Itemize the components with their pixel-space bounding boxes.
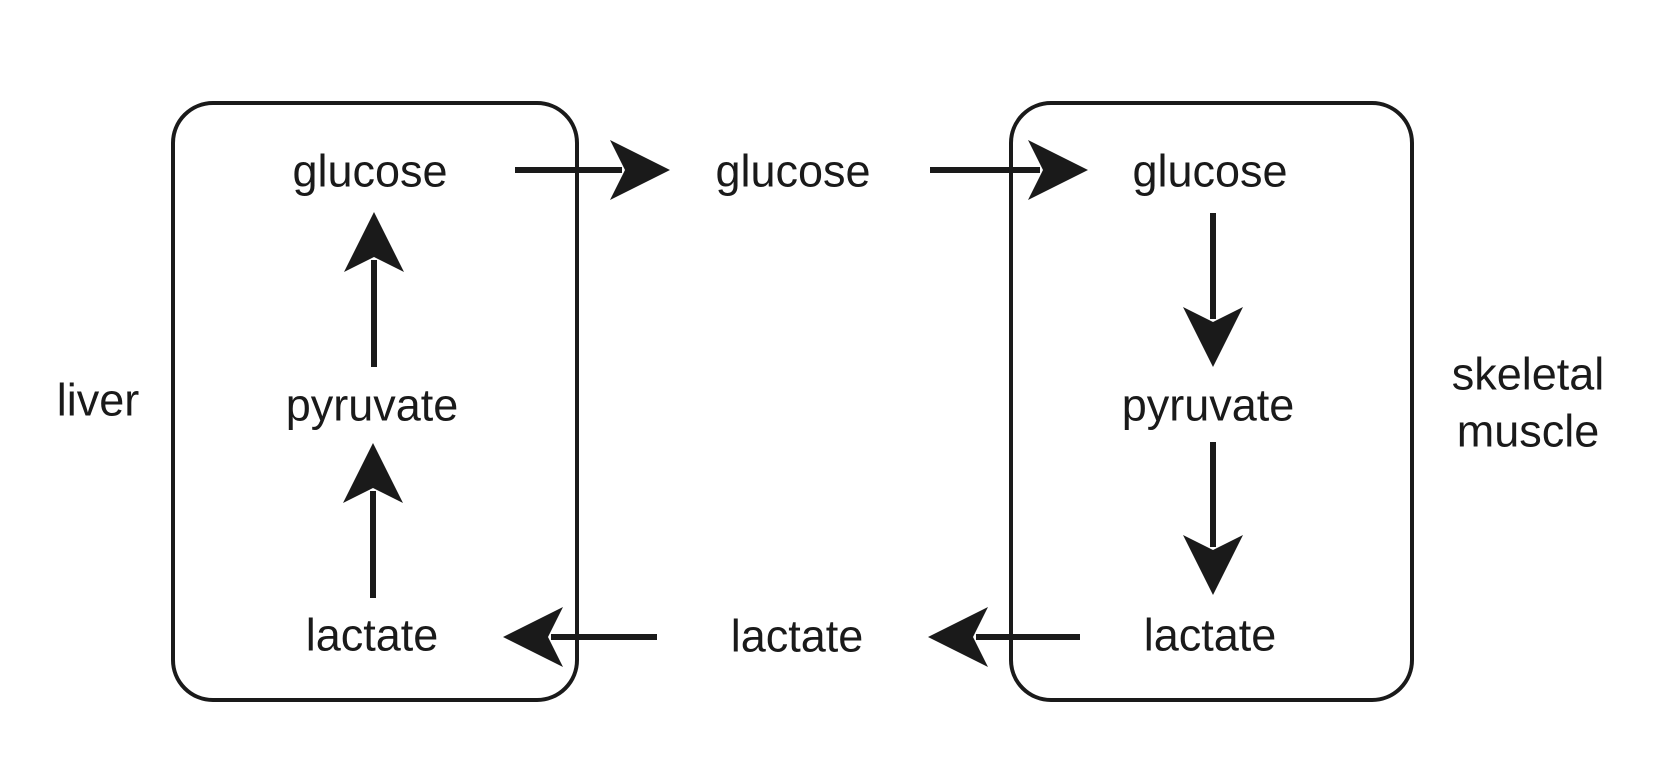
liver-box (171, 101, 579, 702)
blood-lactate-label: lactate (730, 610, 864, 662)
skeletal-muscle-box (1009, 101, 1414, 702)
muscle-pyruvate-label: pyruvate (1121, 379, 1295, 431)
liver-lactate-label: lactate (305, 609, 439, 661)
skeletal-muscle-label-line2: muscle (1456, 405, 1600, 456)
liver-pyruvate-label: pyruvate (285, 379, 459, 431)
blood-glucose-label: glucose (715, 145, 871, 197)
skeletal-muscle-label: skeletal muscle (1452, 346, 1605, 459)
muscle-glucose-label: glucose (1132, 145, 1288, 197)
liver-glucose-label: glucose (292, 145, 448, 197)
skeletal-muscle-label-line1: skeletal (1451, 348, 1605, 400)
liver-label: liver (56, 374, 140, 426)
muscle-lactate-label: lactate (1143, 609, 1277, 661)
